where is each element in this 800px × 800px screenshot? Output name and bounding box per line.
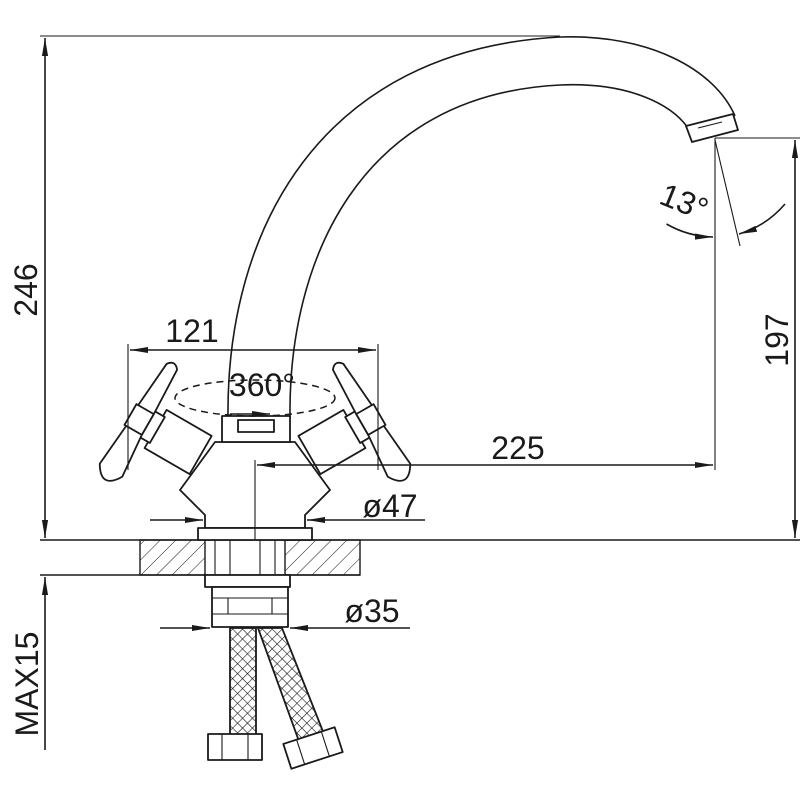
left-hub: [123, 403, 155, 436]
right-handle: [297, 361, 412, 482]
left-handle: [98, 361, 213, 482]
dim-outlet-angle: 13°: [655, 139, 786, 247]
aerator-outlet: [685, 113, 739, 143]
mounting-shank: [204, 574, 291, 628]
countertop: [40, 539, 800, 576]
dim-outlet-height: 197: [715, 137, 800, 538]
dim-35-label: ø35: [344, 593, 399, 629]
dim-max-thickness: MAX15: [9, 577, 49, 750]
spout: [227, 36, 739, 419]
dim-13-label: 13°: [655, 176, 713, 228]
dim-246-label: 246: [8, 263, 44, 316]
dim-body-diameter: ø47: [150, 488, 425, 524]
dim-handle-span: 121: [127, 313, 379, 470]
dim-47-label: ø47: [362, 488, 417, 524]
dim-shank-diameter: ø35: [160, 593, 410, 632]
right-hose-nut: [282, 726, 344, 770]
dim-225-label: 225: [491, 430, 544, 466]
left-hose-nut: [207, 733, 263, 761]
dim-121-label: 121: [165, 313, 218, 349]
dim-197-label: 197: [759, 313, 795, 366]
dim-spout-reach: 225: [254, 138, 716, 540]
dim-rotation: 360°: [174, 367, 336, 418]
shank-section: [204, 539, 286, 576]
right-hose: [256, 627, 326, 746]
dim-360-label: 360°: [229, 367, 295, 403]
dim-overall-height: 246: [8, 35, 560, 538]
dim-max15-label: MAX15: [9, 632, 45, 737]
braided-hoses: [207, 627, 344, 770]
left-hose: [229, 627, 257, 737]
